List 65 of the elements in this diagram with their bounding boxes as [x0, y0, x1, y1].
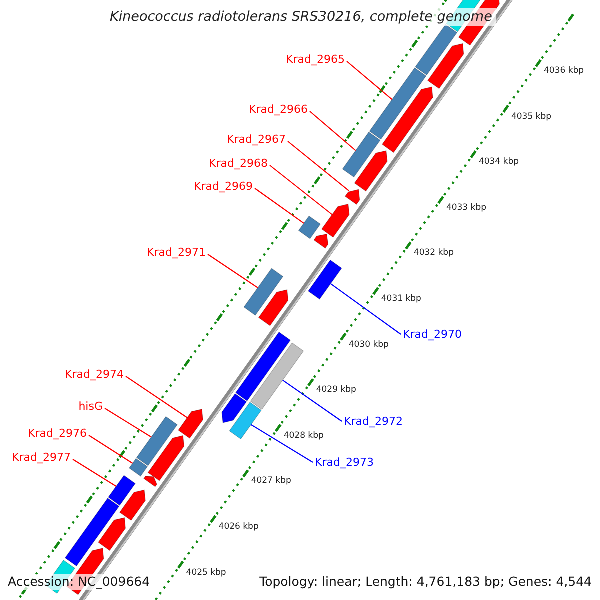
leader-line [208, 254, 258, 288]
gene-feature [308, 260, 342, 300]
scale-label: 4030 kbp [348, 340, 389, 350]
leader-line [250, 424, 314, 463]
gene-feature [342, 132, 381, 178]
gene-feature [250, 342, 304, 410]
gene-label: Krad_2970 [403, 328, 462, 341]
gene-feature [144, 476, 158, 488]
leader-line [254, 188, 304, 224]
leader-line [88, 435, 134, 464]
scale-label: 4025 kbp [186, 568, 226, 578]
scale-label: 4032 kbp [414, 248, 454, 258]
gene-feature [321, 204, 350, 238]
leader-line [282, 380, 342, 422]
gene-feature [235, 332, 292, 402]
scale-label: 4027 kbp [251, 476, 292, 486]
accession-text: Accession: NC_009664 [8, 574, 150, 590]
scale-label: 4026 kbp [218, 522, 259, 532]
gene-label: Krad_2972 [344, 415, 403, 428]
gene-feature [148, 435, 185, 482]
gene-label: Krad_2977 [12, 451, 71, 464]
scale-label: 4029 kbp [316, 385, 356, 396]
scale-label: 4035 kbp [511, 112, 552, 122]
leader-line [104, 408, 152, 438]
genome-info-text: Topology: linear; Length: 4,761,183 bp; Genes: 4,544 [260, 574, 592, 590]
leader-line [126, 376, 188, 418]
gene-label: Krad_2971 [147, 246, 206, 259]
gene-feature [354, 150, 388, 192]
leader-line [330, 283, 402, 335]
gene-feature [229, 402, 262, 440]
gene-label: Krad_2968 [209, 157, 268, 170]
scale-label: 4036 kbp [544, 66, 584, 76]
gene-feature [64, 498, 120, 567]
leader-line [310, 111, 356, 152]
scale-label: 4033 kbp [446, 202, 486, 213]
gene-feature [258, 290, 289, 326]
gene-label: Krad_2973 [315, 456, 374, 469]
gene-feature [222, 393, 248, 424]
gene-label: Krad_2967 [227, 133, 286, 146]
gene-feature [244, 268, 284, 316]
scale-label: 4034 kbp [478, 157, 520, 168]
gene-feature [382, 86, 434, 154]
gene-label: Krad_2976 [28, 427, 87, 440]
gene-label: Krad_2966 [249, 103, 308, 116]
scale-label: 4031 kbp [381, 294, 422, 304]
leader-line [270, 165, 333, 216]
gene-feature [298, 216, 322, 240]
gene-feature [136, 416, 178, 466]
gene-feature [344, 189, 360, 206]
gene-label: Krad_2974 [65, 368, 124, 381]
gene-feature [314, 234, 329, 249]
gene-feature [108, 475, 136, 506]
gene-feature [119, 490, 146, 522]
gene-label: Krad_2969 [194, 180, 253, 193]
gene-feature [178, 409, 204, 439]
gene-feature [415, 24, 458, 76]
scale-label: 4028 kbp [284, 430, 324, 441]
gene-label: hisG [78, 400, 103, 413]
leader-line [346, 61, 393, 100]
gene-feature [427, 43, 464, 90]
gene-feature [369, 68, 427, 140]
leader-line [288, 141, 350, 192]
gene-feature [98, 518, 126, 552]
gene-feature [128, 458, 148, 477]
gene-label: Krad_2965 [286, 53, 345, 66]
